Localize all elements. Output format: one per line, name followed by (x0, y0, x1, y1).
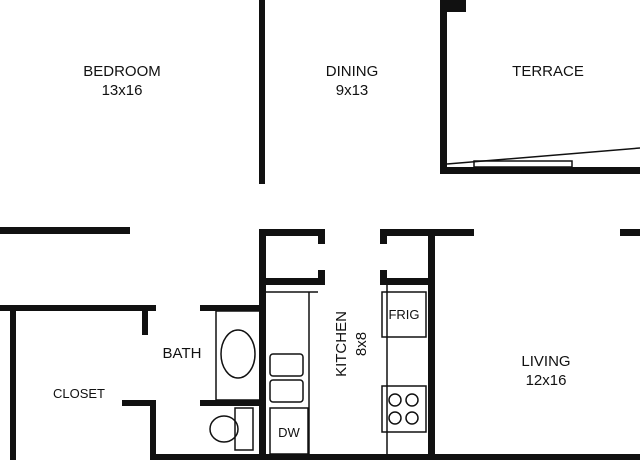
toilet-tank (234, 407, 254, 451)
wall-bath-top-jog (318, 229, 325, 244)
burner-4 (405, 411, 419, 425)
terrace-slider-b (521, 167, 621, 174)
bath-vanity (215, 310, 261, 401)
burner-3 (388, 411, 402, 425)
bath-sink (220, 329, 256, 379)
room-size-bedroom: 13x16 (102, 82, 143, 99)
wall-closet-top (0, 305, 156, 311)
fridge-box (381, 291, 427, 338)
dishwasher-label: DW (278, 425, 300, 440)
room-size-dining: 9x13 (336, 82, 369, 99)
sink-basin-1 (269, 353, 304, 377)
wall-terrace-left (440, 0, 447, 174)
wall-terrace-corner (440, 0, 466, 12)
wall-bottom (150, 454, 640, 460)
labels: BEDROOM 13x16 DINING 9x13 TERRACE BATH C… (53, 63, 584, 440)
wall-bath-top (259, 229, 325, 236)
wall-bath-bottom-stub (122, 400, 156, 406)
details (209, 147, 640, 455)
wall-bath-jog-lower (318, 270, 325, 285)
fridge-label: FRIG (388, 307, 419, 322)
toilet-bowl (209, 415, 239, 443)
wall-bath-kitchen-left (259, 229, 266, 460)
wall-bath-jog-lower-h (264, 278, 325, 285)
room-name-bedroom: BEDROOM (83, 63, 161, 80)
wall-kitchen-jog-lower-h (380, 278, 435, 285)
room-name-bath: BATH (163, 345, 202, 362)
stove-box (381, 385, 427, 433)
wall-bath-lower-left (150, 400, 156, 460)
wall-bath-left-stub (142, 305, 148, 335)
wall-kitchen-living (428, 229, 435, 460)
burner-1 (388, 393, 402, 407)
terrace-edge-line (446, 147, 640, 165)
room-name-closet: CLOSET (53, 386, 105, 401)
wall-mid-left (0, 227, 130, 234)
room-name-dining: DINING (326, 63, 379, 80)
burner-2 (405, 393, 419, 407)
wall-bath-mid (200, 400, 260, 406)
room-size-living: 12x16 (526, 372, 567, 389)
wall-kitchen-top-jog (380, 229, 387, 244)
wall-bedroom-dining (259, 0, 265, 184)
sink-basin-2 (269, 379, 304, 403)
room-name-terrace: TERRACE (512, 63, 584, 80)
wall-terrace-bottom (440, 167, 640, 174)
wall-kitchen-jog-lower (380, 270, 387, 285)
wall-kitchen-top (380, 229, 474, 236)
wall-far-right-stub (620, 229, 640, 236)
terrace-slider-a (473, 160, 573, 168)
wall-bath-top-inner (200, 305, 260, 311)
room-name-kitchen: KITCHEN (333, 311, 350, 377)
room-name-living: LIVING (521, 353, 570, 370)
room-size-kitchen: 8x8 (353, 332, 370, 356)
wall-closet-left (10, 305, 16, 460)
dishwasher-box (269, 407, 309, 455)
